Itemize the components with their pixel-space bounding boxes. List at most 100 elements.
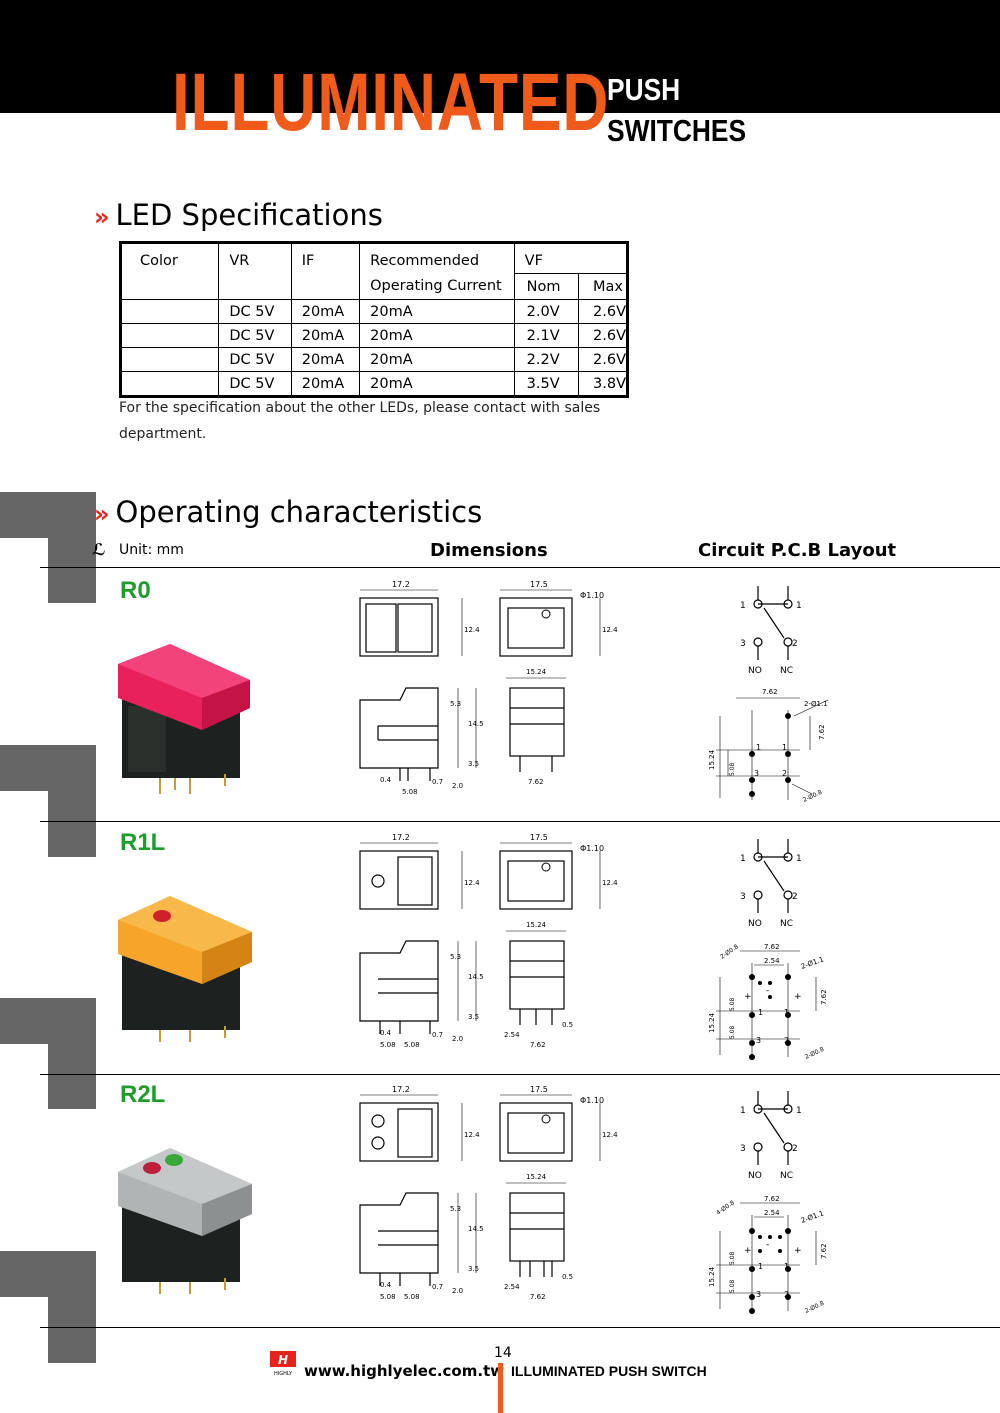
led-spec-table: Color VR IF Recommended VF Operating Cur… xyxy=(119,241,629,398)
led-spec-table-wrap: Color VR IF Recommended VF Operating Cur… xyxy=(119,241,629,398)
th-nom: Nom xyxy=(513,273,579,300)
pcb-hole-1: 2-Ø1.1 xyxy=(800,1209,825,1225)
pin-2: 2 xyxy=(792,1144,798,1154)
switch-photo-r0 xyxy=(110,636,260,796)
cell-color xyxy=(120,347,219,372)
dim-17-2: 17.2 xyxy=(392,1085,410,1094)
page-number: 14 xyxy=(494,1345,512,1361)
th-roc-1: Recommended xyxy=(359,242,515,274)
pin-3: 3 xyxy=(740,892,746,902)
table-row: DC 5V 20mA 20mA 3.5V 3.8V xyxy=(121,371,628,397)
dim-7-62: 7.62 xyxy=(530,1041,546,1049)
cell-if: 20mA xyxy=(290,323,360,348)
dim-5-08: 5.08 xyxy=(402,788,418,796)
dim-14-5: 14.5 xyxy=(468,973,484,981)
label-nc: NC xyxy=(780,919,793,929)
dimension-drawing-r2l: 17.2 17.5 Φ1.10 15.24 12.4 12.4 5.3 14.5… xyxy=(340,1081,620,1306)
chevron-marker-icon: » xyxy=(94,203,110,231)
th-color: Color xyxy=(140,252,178,269)
dim-5-3: 5.3 xyxy=(450,700,461,708)
pin-1b: 1 xyxy=(796,854,802,864)
dim-5-08: 5.08 xyxy=(380,1041,396,1049)
th-max: Max xyxy=(578,273,628,300)
dim-12-4: 12.4 xyxy=(464,626,480,634)
pin-1b: 1 xyxy=(796,1106,802,1116)
dim-2-0: 2.0 xyxy=(452,1287,463,1295)
label-no: NO xyxy=(748,666,762,676)
circuit-layout-r2l: 1 1 3 2 NO NC 7.62 2.54 4-Ø0.8 2-Ø1.1 15… xyxy=(700,1085,850,1320)
led-section-title: »LED Specifications xyxy=(94,198,383,232)
pcb-7-62-side: 7.62 xyxy=(818,724,826,740)
side-tab-decor xyxy=(48,1297,96,1363)
footer-url[interactable]: www.highlyelec.com.tw xyxy=(304,1362,505,1380)
side-tab-decor xyxy=(0,492,96,538)
pcb-hole-3b: 2-Ø0.8 xyxy=(804,1046,825,1061)
pcb-15-24: 15.24 xyxy=(708,1012,716,1033)
side-tab-decor xyxy=(48,1044,96,1109)
dim-7-62: 7.62 xyxy=(528,778,544,786)
table-row: DC 5V 20mA 20mA 2.0V 2.6V xyxy=(120,299,628,324)
led-note-line-2: department. xyxy=(119,426,207,442)
dim-0-5: 0.5 xyxy=(562,1021,573,1029)
dim-12-4: 12.4 xyxy=(464,1131,480,1139)
dim-12-4b: 12.4 xyxy=(602,1131,618,1139)
cell-max: 3.8V xyxy=(578,371,628,397)
pcb-minus: - xyxy=(766,1240,769,1250)
cell-vr: DC 5V xyxy=(218,323,292,348)
pcb-15-24: 15.24 xyxy=(708,1266,716,1287)
pcb-7-62-side: 7.62 xyxy=(820,1243,828,1259)
header-bar xyxy=(0,0,1000,113)
pcb-pin-3: 3 xyxy=(756,1290,761,1299)
dim-3-5: 3.5 xyxy=(468,1265,479,1273)
pcb-2-54: 2.54 xyxy=(764,1209,780,1217)
pcb-hole-1: 2-Ø1.1 xyxy=(804,700,828,708)
dim-2-0: 2.0 xyxy=(452,782,463,790)
model-label-r2l: R2L xyxy=(120,1081,166,1108)
pcb-hole-3: 2-Ø0.8 xyxy=(719,943,740,960)
pcb-pin-1: 1 xyxy=(756,743,761,752)
cell-nom: 2.1V xyxy=(513,323,579,348)
pcb-pin-3: 3 xyxy=(754,769,759,778)
model-label-r0: R0 xyxy=(120,577,151,604)
pcb-pin-1: 1 xyxy=(758,1262,763,1271)
dim-17-2: 17.2 xyxy=(392,580,410,589)
dim-2-54: 2.54 xyxy=(504,1031,520,1039)
op-section-title-text: Operating characteristics xyxy=(115,495,483,529)
cell-nom: 2.0V xyxy=(513,299,579,324)
th-if: IF xyxy=(290,242,360,274)
cell-color xyxy=(120,323,219,348)
th-vf: VF xyxy=(513,242,628,274)
divider xyxy=(40,1327,1000,1328)
pin-1b: 1 xyxy=(796,601,802,611)
pcb-pin-1b: 1 xyxy=(782,743,787,752)
side-tab-decor xyxy=(0,998,96,1044)
pcb-pin-1b: 1 xyxy=(784,1008,789,1017)
dim-17-5: 17.5 xyxy=(530,580,548,589)
label-no: NO xyxy=(748,919,762,929)
dim-0-4: 0.4 xyxy=(380,1029,392,1037)
dim-phi: Φ1.10 xyxy=(580,844,604,853)
side-tab-decor xyxy=(0,745,96,791)
dim-12-4: 12.4 xyxy=(464,879,480,887)
pcb-7-62: 7.62 xyxy=(764,943,780,951)
label-nc: NC xyxy=(780,666,793,676)
cell-color xyxy=(120,299,219,324)
divider xyxy=(40,567,1000,568)
footer-accent-bar xyxy=(498,1363,503,1413)
cell-roc: 20mA xyxy=(359,371,515,397)
cell-vr: DC 5V xyxy=(218,371,292,397)
dim-17-2: 17.2 xyxy=(392,833,410,842)
dimension-drawing-r0: 17.2 17.5 Φ1.10 15.24 12.4 12.4 5.3 14.5… xyxy=(340,576,620,801)
dim-14-5: 14.5 xyxy=(468,720,484,728)
logo-text: HIGHLY xyxy=(274,1371,293,1377)
dim-2-54: 2.54 xyxy=(504,1283,520,1291)
chevron-marker-icon: » xyxy=(94,500,110,528)
pcb-2-54: 2.54 xyxy=(764,957,780,965)
pcb-pin-3: 3 xyxy=(756,1036,761,1045)
model-label-r1l: R1L xyxy=(120,829,166,856)
pcb-pin-2: 2 xyxy=(784,1036,789,1045)
pcb-5-08: 5.08 xyxy=(729,997,736,1011)
dim-17-5: 17.5 xyxy=(530,833,548,842)
pcb-plus-b: + xyxy=(794,992,802,1002)
pin-2: 2 xyxy=(792,892,798,902)
